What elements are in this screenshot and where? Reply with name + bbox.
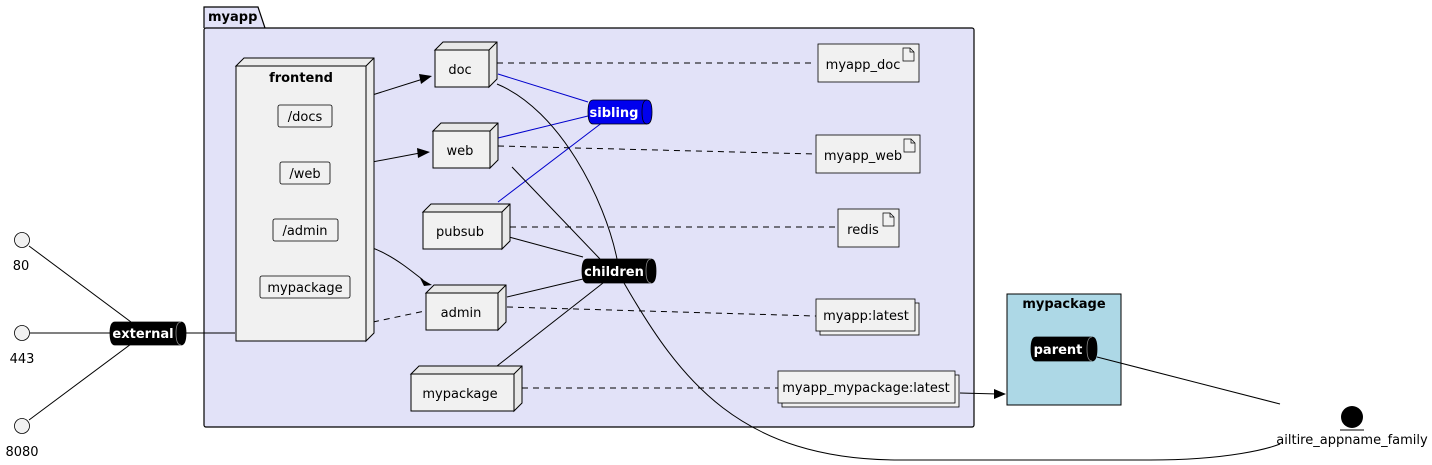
artifact-myapp-web[interactable]: myapp_web: [815, 134, 921, 174]
artifact-myapp-doc[interactable]: myapp_doc: [817, 43, 920, 83]
svg-text:parent: parent: [1034, 343, 1083, 358]
svg-text:ailtire_appname_family: ailtire_appname_family: [1276, 433, 1428, 448]
node-pubsub[interactable]: pubsub: [421, 203, 511, 251]
route-web[interactable]: /web: [279, 161, 331, 185]
svg-text:8080: 8080: [5, 445, 38, 460]
svg-text:myapp_web: myapp_web: [824, 149, 902, 164]
svg-text:/docs: /docs: [288, 110, 323, 125]
port-443[interactable]: 443: [10, 325, 35, 368]
frontend-title: frontend: [269, 71, 333, 86]
svg-text:children: children: [584, 265, 644, 280]
network-sibling[interactable]: sibling: [587, 99, 653, 125]
svg-text:admin: admin: [441, 306, 482, 321]
svg-text:80: 80: [13, 259, 30, 274]
route-admin[interactable]: /admin: [272, 218, 339, 242]
artifact-myapp-latest[interactable]: myapp:latest: [815, 298, 920, 336]
svg-text:doc: doc: [448, 63, 471, 78]
svg-text:mypackage: mypackage: [422, 387, 497, 402]
svg-text:/web: /web: [289, 167, 320, 182]
artifact-redis[interactable]: redis: [837, 208, 900, 248]
node-mypackage[interactable]: mypackage: [409, 365, 523, 413]
svg-text:myapp_doc: myapp_doc: [826, 58, 901, 73]
network-external[interactable]: external: [109, 321, 187, 346]
network-children[interactable]: children: [581, 258, 657, 284]
svg-text:pubsub: pubsub: [436, 225, 484, 240]
frontend-node: frontend /docs /web /admin mypackage: [234, 57, 375, 343]
connectors: [28, 62, 1281, 461]
svg-text:myapp:latest: myapp:latest: [823, 309, 909, 324]
svg-text:myapp_mypackage:latest: myapp_mypackage:latest: [782, 381, 950, 396]
network-parent[interactable]: parent: [1030, 336, 1098, 362]
svg-text:redis: redis: [847, 223, 879, 238]
svg-text:/admin: /admin: [282, 224, 327, 239]
route-mypackage[interactable]: mypackage: [259, 275, 351, 299]
myapp-package-title: myapp: [208, 10, 257, 25]
entity-icon: [1341, 406, 1363, 428]
port-80[interactable]: 80: [13, 232, 30, 275]
svg-text:443: 443: [10, 352, 35, 367]
svg-text:external: external: [112, 327, 173, 342]
svg-text:sibling: sibling: [590, 106, 639, 121]
route-docs[interactable]: /docs: [277, 104, 333, 128]
node-admin[interactable]: admin: [424, 284, 507, 332]
mypackage-outer-title: mypackage: [1022, 297, 1106, 312]
svg-text:mypackage: mypackage: [267, 281, 342, 296]
entity-ailtire-appname-family[interactable]: ailtire_appname_family: [1276, 406, 1428, 448]
artifact-myapp-mypackage-latest[interactable]: myapp_mypackage:latest: [777, 370, 960, 408]
port-8080[interactable]: 8080: [5, 418, 39, 461]
svg-text:web: web: [447, 144, 474, 159]
node-web[interactable]: web: [431, 122, 499, 170]
node-doc[interactable]: doc: [433, 41, 498, 89]
